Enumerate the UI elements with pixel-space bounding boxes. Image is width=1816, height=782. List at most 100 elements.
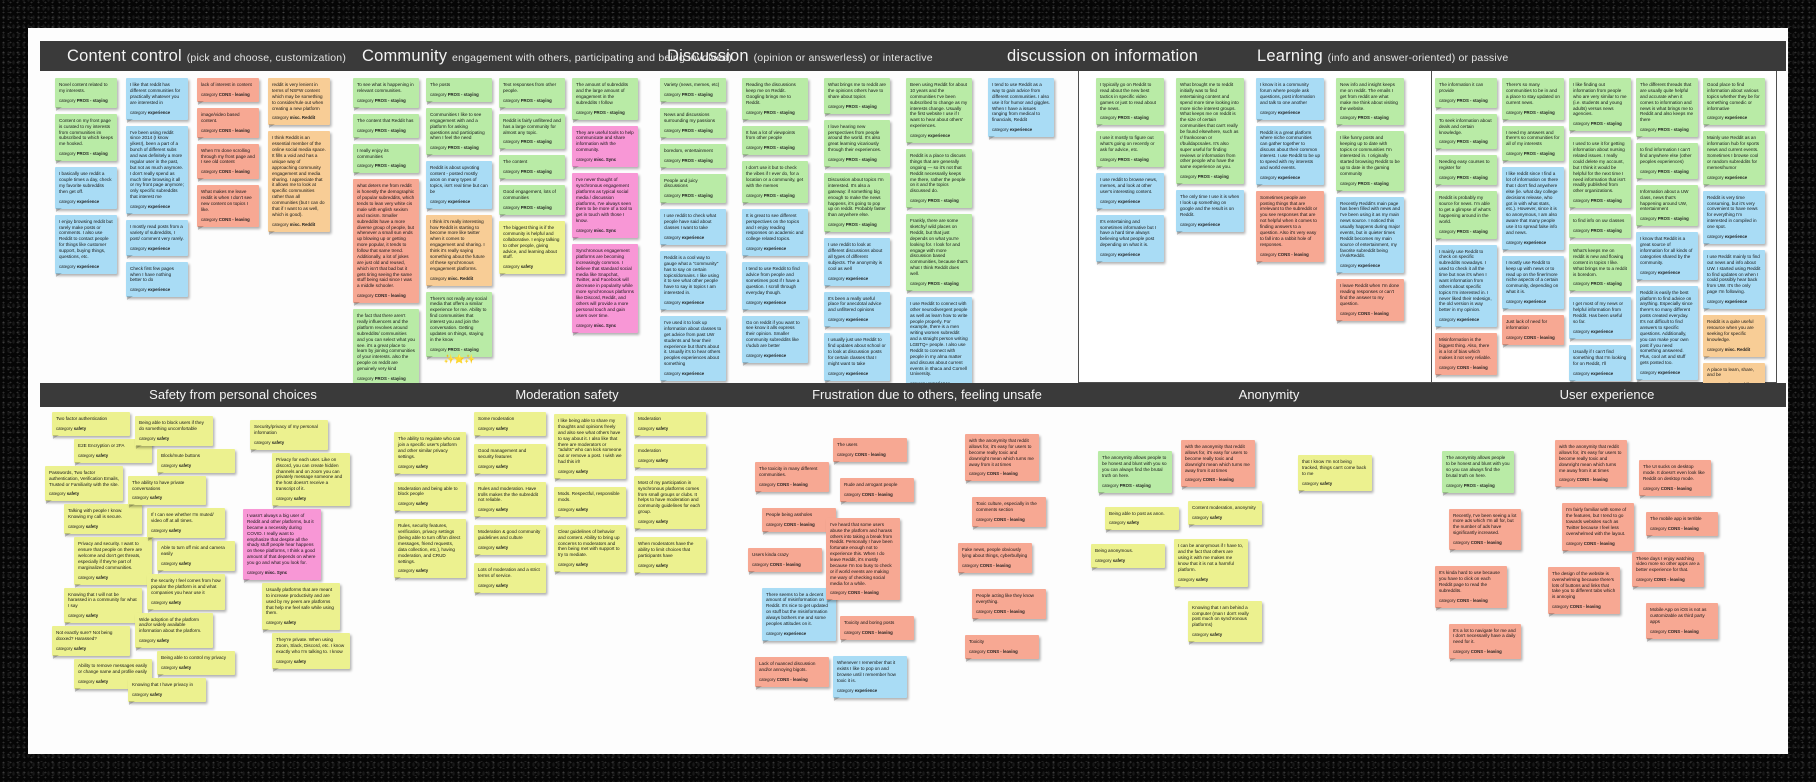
sticky-note[interactable]: They're private. When using Zoom, Slack,… bbox=[272, 633, 350, 672]
sticky-note[interactable]: lack of interest in content category CON… bbox=[197, 78, 259, 105]
sticky-note[interactable]: The different threads that are usually q… bbox=[1636, 78, 1698, 141]
sticky-note[interactable]: I know it is a community forum where peo… bbox=[1256, 78, 1324, 122]
sticky-note[interactable]: I get most of my news or helpful informa… bbox=[1569, 297, 1631, 342]
sticky-note[interactable]: Reddit is a quite useful resource when y… bbox=[1703, 315, 1765, 359]
sticky-note[interactable]: Check first few pages when I have nothin… bbox=[126, 261, 188, 300]
sticky-note[interactable]: Two factor authentication category safet… bbox=[52, 412, 130, 439]
sticky-note[interactable]: It's entertaining and sometimes informat… bbox=[1096, 214, 1164, 266]
sticky-note[interactable]: Moderation & good community guidelines a… bbox=[474, 525, 546, 558]
sticky-note[interactable]: Clear guidelines of behavior and content… bbox=[554, 524, 626, 576]
sticky-note[interactable]: I like funny posts and keeping up to dat… bbox=[1336, 131, 1404, 194]
sticky-note[interactable]: The anonymity allows people to be honest… bbox=[1098, 451, 1172, 495]
sticky-note[interactable]: The posts category PROS - staying ✨⭐✨ bbox=[426, 78, 492, 105]
sticky-note[interactable]: Just lack of need for information catego… bbox=[1502, 315, 1564, 348]
sticky-note[interactable]: The biggest thing is if the community is… bbox=[499, 221, 565, 278]
sticky-note[interactable]: Rules and moderation. Have trolls makes … bbox=[474, 481, 546, 520]
sticky-note[interactable]: Block/mute buttons category safety ✨⭐✨ bbox=[157, 448, 235, 476]
sticky-note[interactable]: the fact that there aren't really influe… bbox=[353, 309, 419, 393]
sticky-note[interactable]: the security I feel comes from how popul… bbox=[147, 573, 225, 613]
sticky-note[interactable]: What's keeps me on reddit is new and flo… bbox=[1569, 244, 1631, 295]
sticky-note[interactable]: Frankly, there are some sketchy/ wild pl… bbox=[906, 214, 972, 294]
sticky-note[interactable]: I'm fairly familiar with some of the fea… bbox=[1562, 503, 1634, 555]
sticky-note[interactable]: I wasn't always a big user of Reddit and… bbox=[243, 509, 321, 583]
sticky-note[interactable]: I leave Reddit when I'm done reading res… bbox=[1336, 279, 1404, 324]
sticky-note[interactable]: To see what is happening in relevant com… bbox=[353, 78, 419, 111]
sticky-note[interactable]: I use reddit to check what people have s… bbox=[660, 209, 726, 248]
sticky-note[interactable]: When moderators have the ability to limi… bbox=[634, 537, 706, 576]
sticky-note[interactable]: Moderation and being able to block peopl… bbox=[394, 481, 466, 514]
sticky-note[interactable]: Knowing that I will not be harassed in a… bbox=[64, 587, 142, 626]
sticky-note[interactable]: I think it's really interesting how Redd… bbox=[426, 214, 492, 289]
sticky-note[interactable]: Reddit is a cool way to gauge what a "co… bbox=[660, 250, 726, 314]
sticky-note[interactable]: It's a lot to navigate for me and I don'… bbox=[1449, 623, 1521, 662]
sticky-note[interactable]: Able to turn off mic and camera easily c… bbox=[157, 541, 235, 574]
sticky-note[interactable]: I enjoy browsing reddit but rarely make … bbox=[55, 214, 117, 277]
sticky-note[interactable]: Fake news, people obviously lying about … bbox=[958, 543, 1032, 576]
sticky-note[interactable]: I tend to use Reddit as a way to gain ad… bbox=[988, 78, 1054, 141]
sticky-note[interactable]: I typically go on Reddit to read about t… bbox=[1096, 78, 1164, 129]
sticky-note[interactable]: The content category PROS - staying ✨⭐✨ bbox=[499, 155, 565, 183]
sticky-note[interactable]: Privacy and security. I want to ensure t… bbox=[74, 537, 152, 588]
sticky-note[interactable]: There seems to be a decent amount of mis… bbox=[762, 587, 836, 645]
sticky-note[interactable]: I use Reddit to connect with other neuro… bbox=[906, 296, 972, 395]
sticky-note[interactable]: Content on my front page is curated to m… bbox=[55, 113, 117, 165]
sticky-note[interactable]: It has a lot of viewpoints from other pe… bbox=[742, 125, 808, 158]
sticky-note[interactable]: Reddit is a place to discuss things that… bbox=[906, 149, 972, 212]
sticky-note[interactable]: I've been using reddit since 2014 (I kno… bbox=[126, 125, 188, 217]
sticky-note[interactable]: I like being able to share my thoughts a… bbox=[554, 414, 626, 482]
sticky-note[interactable]: I've used it to look up information abou… bbox=[660, 316, 726, 384]
sticky-note[interactable]: Usually platforms that are meant to incr… bbox=[262, 582, 340, 634]
sticky-note[interactable]: What brought me to reddit initially was … bbox=[1176, 78, 1244, 188]
sticky-note[interactable]: Passwords, Two factor authentication, Ve… bbox=[45, 465, 123, 504]
sticky-note[interactable]: Toxicity category CONS - leaving ✨⭐✨ bbox=[965, 634, 1039, 662]
sticky-note[interactable]: People acting like they know everything.… bbox=[972, 588, 1046, 622]
sticky-note[interactable]: Rules, security features, verification, … bbox=[394, 519, 466, 582]
sticky-note[interactable]: The anonymity allows people to be honest… bbox=[1442, 451, 1514, 495]
sticky-note[interactable]: that I know I'm not being tracked, thing… bbox=[1298, 455, 1372, 494]
sticky-note[interactable]: Lack of nuanced discussion and/or annoyi… bbox=[755, 656, 829, 690]
sticky-note[interactable]: image/video based content. category CONS… bbox=[197, 107, 259, 141]
sticky-note[interactable]: I usually just use Reddit to find update… bbox=[824, 333, 890, 384]
sticky-note[interactable]: I use reddit to browse news, memes, and … bbox=[1096, 173, 1164, 212]
sticky-note[interactable]: boredom, entertainment category PROS - s… bbox=[660, 143, 726, 171]
sticky-note[interactable]: New info and insight keeps me on reddit.… bbox=[1336, 78, 1404, 129]
sticky-note[interactable]: Reddit is very time consuming, but it's … bbox=[1703, 190, 1765, 248]
sticky-note[interactable]: with the anonymity that reddit allows fo… bbox=[1555, 440, 1627, 491]
sticky-note[interactable]: What brings me to reddit are the opinion… bbox=[824, 78, 890, 117]
sticky-note[interactable]: Misinformation is the biggest thing. Als… bbox=[1435, 333, 1497, 378]
sticky-note[interactable]: People and juicy discussions category PR… bbox=[660, 173, 726, 206]
sticky-note[interactable]: What makes me leave reddit is when I don… bbox=[197, 185, 259, 230]
sticky-note[interactable]: Content moderation, anonymity category s… bbox=[1188, 501, 1262, 529]
sticky-note[interactable]: I've never thought of synchronous engage… bbox=[572, 173, 638, 241]
sticky-note[interactable]: E2E Encryption or 2FA category safety ✨⭐… bbox=[74, 438, 152, 466]
sticky-note[interactable]: Wide adoption of the platform and/or wid… bbox=[135, 612, 213, 651]
sticky-note[interactable]: Not exactly sure? Not being doxxed? Hara… bbox=[52, 626, 130, 659]
sticky-note[interactable]: There's so many communities to be in and… bbox=[1502, 78, 1564, 122]
sticky-note[interactable]: Reddit is probably my source for news. I… bbox=[1435, 191, 1497, 242]
sticky-note[interactable]: The information it can provide category … bbox=[1435, 78, 1497, 111]
sticky-note[interactable]: I use it mostly to figure out what's goi… bbox=[1096, 131, 1164, 170]
sticky-note[interactable]: Discussion about topics I'm interested. … bbox=[824, 173, 890, 236]
sticky-note[interactable]: Talking with people I know. Knowing my c… bbox=[64, 504, 142, 537]
sticky-note[interactable]: The UI sucks on desktop mode. It doesn't… bbox=[1639, 460, 1711, 499]
sticky-note[interactable]: Sometimes people are posting things that… bbox=[1256, 190, 1324, 265]
sticky-note[interactable]: I basically use reddit a couple times a … bbox=[55, 167, 117, 212]
sticky-note[interactable]: I need my answers and there's so communi… bbox=[1502, 125, 1564, 164]
sticky-note[interactable]: Privacy for each user. Like on discord, … bbox=[272, 452, 350, 510]
sticky-note[interactable]: The design of the website is overwhelmin… bbox=[1548, 566, 1620, 618]
sticky-note[interactable]: Toxic culture, especially in the comment… bbox=[972, 497, 1046, 530]
sticky-note[interactable]: Mods. Respectful, responsible mods. cate… bbox=[554, 487, 626, 520]
sticky-note[interactable]: Communities I like to see engagement wit… bbox=[426, 107, 492, 159]
sticky-note[interactable]: The toxicity in many different communiti… bbox=[755, 462, 829, 495]
sticky-note[interactable]: Good engagement, lots of communities cat… bbox=[499, 185, 565, 218]
sticky-note[interactable]: The amount of subreddits and the large a… bbox=[572, 78, 638, 122]
sticky-note[interactable]: Recently, I've been seeing a lot more ad… bbox=[1449, 508, 1521, 553]
sticky-note[interactable]: News and discussions surrounding my pass… bbox=[660, 107, 726, 141]
sticky-note[interactable]: The ability to regulate who can join a s… bbox=[394, 432, 466, 476]
sticky-note[interactable]: Knowing that I have privacy in category … bbox=[128, 678, 206, 705]
sticky-note[interactable]: Rude and arrogant people category CONS -… bbox=[840, 477, 914, 505]
sticky-note[interactable]: Synchronous engagement platforms are bec… bbox=[572, 244, 638, 335]
sticky-note[interactable]: To seek information about deals and cert… bbox=[1435, 113, 1497, 152]
sticky-note[interactable]: Toxicity and boring posts category CONS … bbox=[840, 616, 914, 644]
sticky-note[interactable]: There's not really any social media that… bbox=[426, 291, 492, 364]
